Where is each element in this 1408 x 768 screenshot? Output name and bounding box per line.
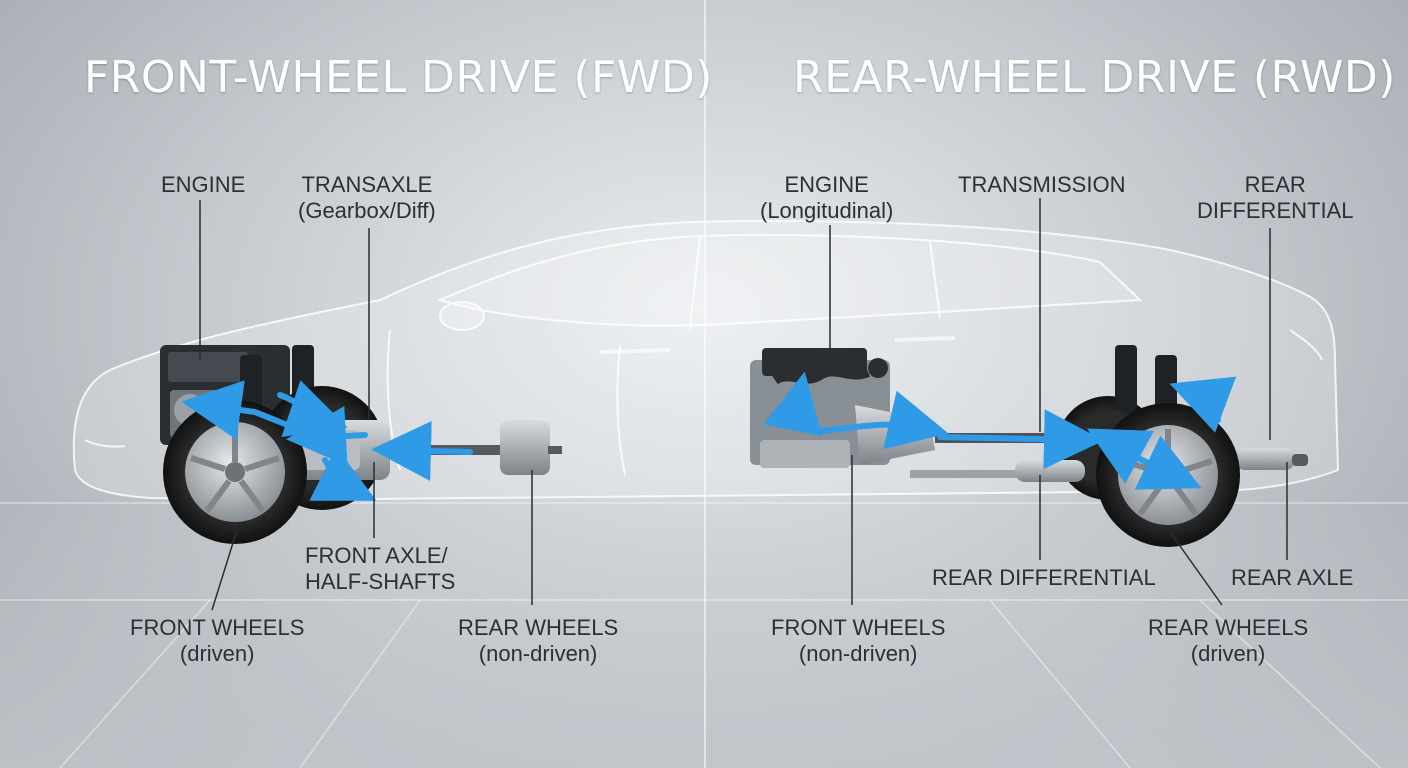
rwd-rear-differential-top-label: REAR DIFFERENTIAL <box>1197 172 1354 223</box>
rwd-transmission-label: TRANSMISSION <box>958 172 1126 197</box>
rwd-rear-wheels-label: REAR WHEELS (driven) <box>1148 615 1309 666</box>
rwd-rear-axle-label: REAR AXLE <box>1231 565 1354 590</box>
panel-divider <box>704 0 706 768</box>
leader-lines <box>199 198 1288 611</box>
rwd-engine-label: ENGINE (Longitudinal) <box>760 172 894 223</box>
rwd-rear-differential-bottom-label: REAR DIFFERENTIAL <box>932 565 1156 590</box>
rwd-front-wheels-label: FRONT WHEELS (non-driven) <box>771 615 946 666</box>
fwd-engine-label: ENGINE <box>161 172 246 197</box>
rwd-title: REAR-WHEEL DRIVE (RWD) <box>793 52 1396 103</box>
side-mirror <box>439 301 485 331</box>
rwd-power-flow <box>763 371 1237 490</box>
fwd-transaxle-label: TRANSAXLE (Gearbox/Diff) <box>298 172 436 223</box>
fwd-axle-label: FRONT AXLE/ HALF-SHAFTS <box>305 543 456 594</box>
fwd-title: FRONT-WHEEL DRIVE (FWD) <box>84 52 713 103</box>
fwd-front-wheels-label: FRONT WHEELS (driven) <box>130 615 305 666</box>
fwd-rear-wheels-label: REAR WHEELS (non-driven) <box>458 615 619 666</box>
fwd-power-flow <box>181 380 473 501</box>
